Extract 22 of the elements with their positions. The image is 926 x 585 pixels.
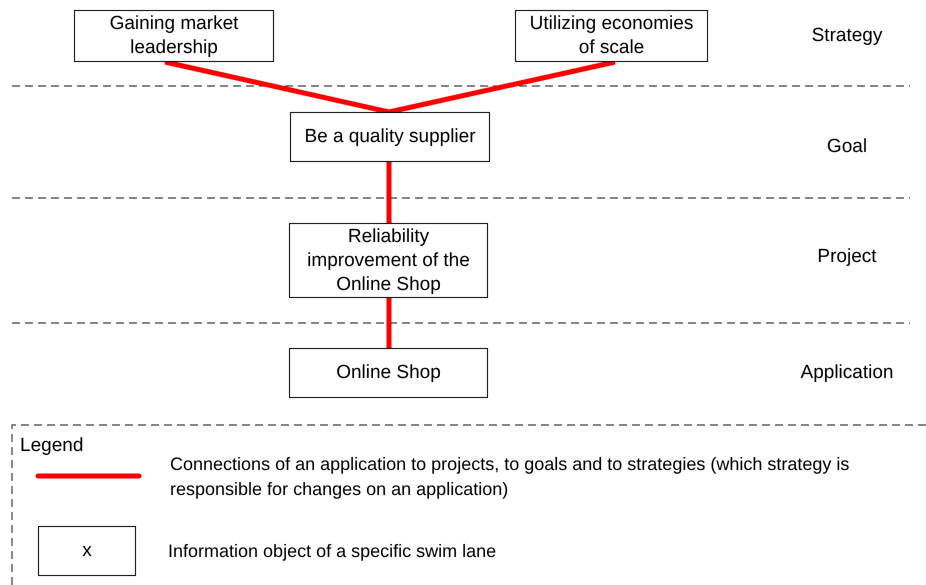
box-label: Reliability improvement of the Online Shop	[306, 224, 471, 296]
object-box	[289, 223, 488, 298]
swim-lane-label: Application	[800, 361, 894, 385]
connection-line	[386, 298, 392, 348]
box-label: Gaining market leadership	[108, 12, 240, 60]
object-box	[290, 112, 490, 162]
object-box	[515, 10, 708, 62]
connection-line	[386, 162, 392, 223]
legend-box-sample: x	[38, 526, 136, 576]
connection-line	[164, 60, 390, 114]
legend-text: Information object of a specific swim lane	[168, 540, 498, 563]
box-label: Be a quality supplier	[304, 125, 476, 149]
legend-title: Legend	[20, 434, 84, 458]
swim-lane-label: Project	[817, 245, 877, 269]
object-box	[74, 10, 274, 62]
swim-lane-label: Strategy	[812, 24, 882, 48]
connection-line	[388, 60, 616, 114]
swim-lane-label: Goal	[826, 135, 868, 159]
box-label: Online Shop	[336, 361, 441, 385]
box-label: Utilizing economies of scale	[528, 12, 694, 60]
legend-text: Connections of an application to projects, to goals and to strategies (which strategy is responsible for changes on an application)	[170, 453, 850, 501]
object-box	[289, 348, 488, 398]
